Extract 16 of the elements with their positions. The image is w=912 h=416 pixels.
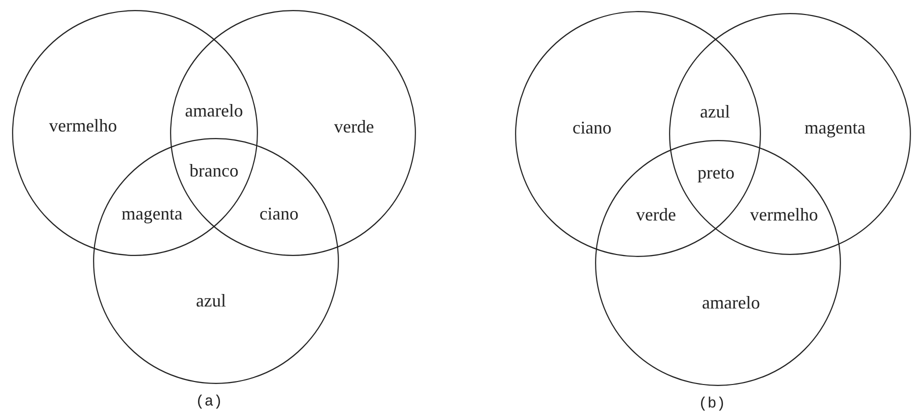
region-label: vermelho [49, 116, 117, 136]
region-label: verde [636, 204, 676, 226]
region-label: amarelo [185, 100, 243, 122]
region-label: azul [196, 290, 226, 312]
region-label: magenta [122, 204, 182, 224]
region-label: branco [190, 160, 238, 182]
region-label: azul [700, 102, 730, 122]
region-label: ciano [260, 204, 298, 224]
panel-caption: (b) [698, 396, 726, 412]
panel-caption: (a) [196, 394, 222, 410]
region-label: verde [334, 116, 374, 138]
region-label: preto [698, 162, 734, 184]
region-label: amarelo [702, 292, 760, 314]
region-label: ciano [572, 118, 612, 138]
region-label: magenta [804, 118, 866, 138]
region-label: vermelho [750, 204, 818, 226]
